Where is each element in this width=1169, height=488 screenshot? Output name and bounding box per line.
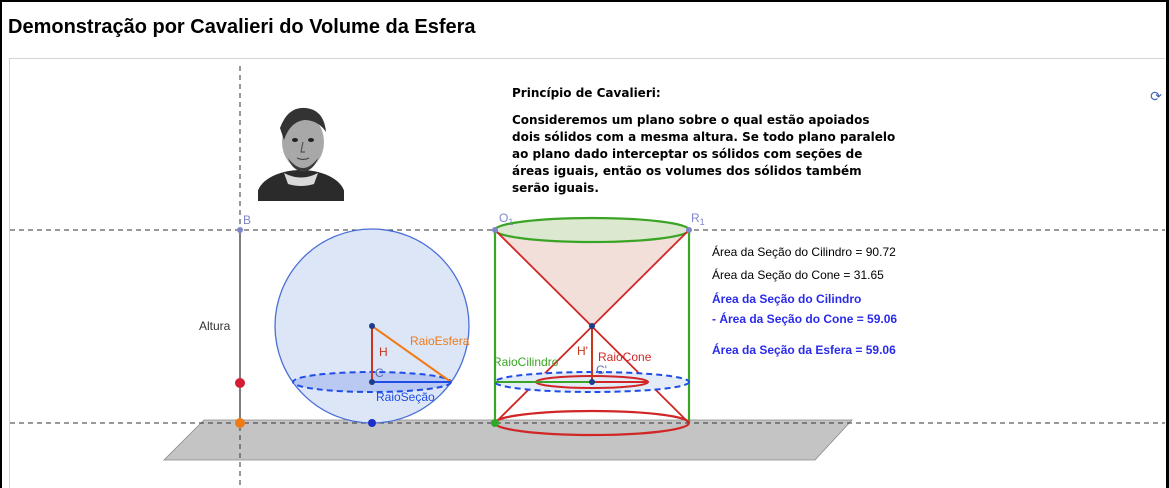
principle-line: áreas iguais, então os volumes dos sólid… <box>512 164 862 178</box>
h-label: H <box>379 345 388 359</box>
cylinder-base-point[interactable] <box>491 419 499 427</box>
upper-cone-fill <box>495 230 689 326</box>
refresh-icon[interactable]: ⟳ <box>1150 88 1162 104</box>
cylinder-section-area: Área da Seção do Cilindro = 90.72 <box>712 245 896 259</box>
altura-label: Altura <box>199 319 231 333</box>
principle-line: Consideremos um plano sobre o qual estão… <box>512 113 870 127</box>
raio-cone-label: RaioCone <box>598 350 652 364</box>
point-r1-label: R1 <box>691 211 705 227</box>
height-slider-point[interactable] <box>235 378 245 388</box>
point-c[interactable] <box>369 379 375 385</box>
principle-line: dois sólidos com a mesma altura. Se todo… <box>512 130 896 144</box>
point-o1[interactable] <box>492 227 498 233</box>
point-o1-label: O1 <box>499 211 513 227</box>
geogebra-canvas[interactable] <box>9 58 1165 488</box>
principle-line: serão iguais. <box>512 181 599 195</box>
sphere-section-area: Área da Seção da Esfera = 59.06 <box>712 343 896 357</box>
principle-line: ao plano dado interceptar os sólidos com… <box>512 147 863 161</box>
cavalieri-portrait <box>258 98 344 201</box>
page-title: Demonstração por Cavalieri do Volume da … <box>8 16 476 38</box>
h-prime-label: H' <box>577 344 588 358</box>
c-label: C <box>375 366 384 380</box>
sphere-bottom-point[interactable] <box>368 419 376 427</box>
raio-cilindro-label: RaioCilindro <box>493 355 559 369</box>
point-b-label: B <box>243 213 251 227</box>
point-b[interactable] <box>237 227 243 233</box>
raio-esfera-segment <box>371 325 452 383</box>
difference-label: Área da Seção do Cilindro <box>712 292 862 306</box>
point-r1[interactable] <box>686 227 692 233</box>
cone-apex-point[interactable] <box>589 323 595 329</box>
raio-esfera-label: RaioEsfera <box>410 334 470 348</box>
raio-secao-label: RaioSeção <box>376 390 435 404</box>
principle-heading: Princípio de Cavalieri: <box>512 86 661 100</box>
sphere-center-point[interactable] <box>369 323 375 329</box>
cone-section-area: Área da Seção do Cone = 31.65 <box>712 268 884 282</box>
base-plane <box>163 419 853 461</box>
cylinder-top <box>493 216 691 244</box>
base-slider-point[interactable] <box>235 418 245 428</box>
point-c-prime[interactable] <box>589 379 595 385</box>
c-prime-label: C' <box>596 363 607 377</box>
difference-value: - Área da Seção do Cone = 59.06 <box>712 312 898 326</box>
